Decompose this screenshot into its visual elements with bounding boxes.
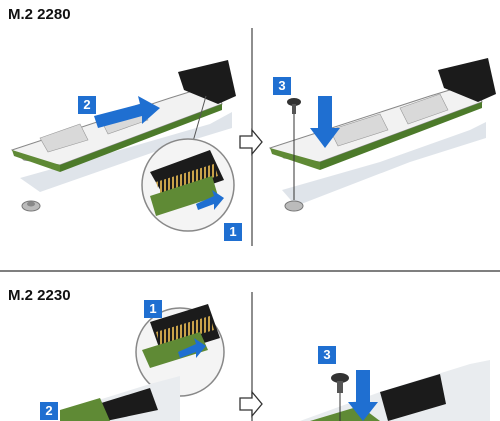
insert-arrow xyxy=(94,96,160,128)
press-down-arrow xyxy=(310,96,340,148)
bottom-right-scene xyxy=(300,360,490,421)
press-down-arrow-bottom xyxy=(348,370,378,421)
screw-icon xyxy=(287,98,301,114)
m2-connector-bottom-left xyxy=(98,388,158,421)
screw-icon-bottom xyxy=(331,373,349,393)
top-left-scene xyxy=(10,60,236,232)
top-right-scene xyxy=(268,58,496,212)
m2-connector-left xyxy=(178,60,236,104)
step-badge-2: 2 xyxy=(78,96,96,114)
arrow-right-icon xyxy=(239,128,263,156)
m2-connector-bottom-right xyxy=(380,374,446,421)
callout-arrow-bottom xyxy=(178,338,206,358)
m2-connector-right xyxy=(438,58,496,102)
section-title-2280: M.2 2280 xyxy=(8,6,71,23)
callout-arrow xyxy=(196,190,224,210)
step-badge-1-bottom: 1 xyxy=(144,300,162,318)
section-title-2230: M.2 2230 xyxy=(8,287,71,304)
step-badge-3-bottom: 3 xyxy=(318,346,336,364)
step-badge-1: 1 xyxy=(224,223,242,241)
bottom-left-scene xyxy=(60,304,225,421)
step-badge-3: 3 xyxy=(273,77,291,95)
arrow-right-icon-bottom xyxy=(239,390,263,418)
standoff-right xyxy=(284,200,304,212)
step-badge-2-bottom: 2 xyxy=(40,402,58,420)
